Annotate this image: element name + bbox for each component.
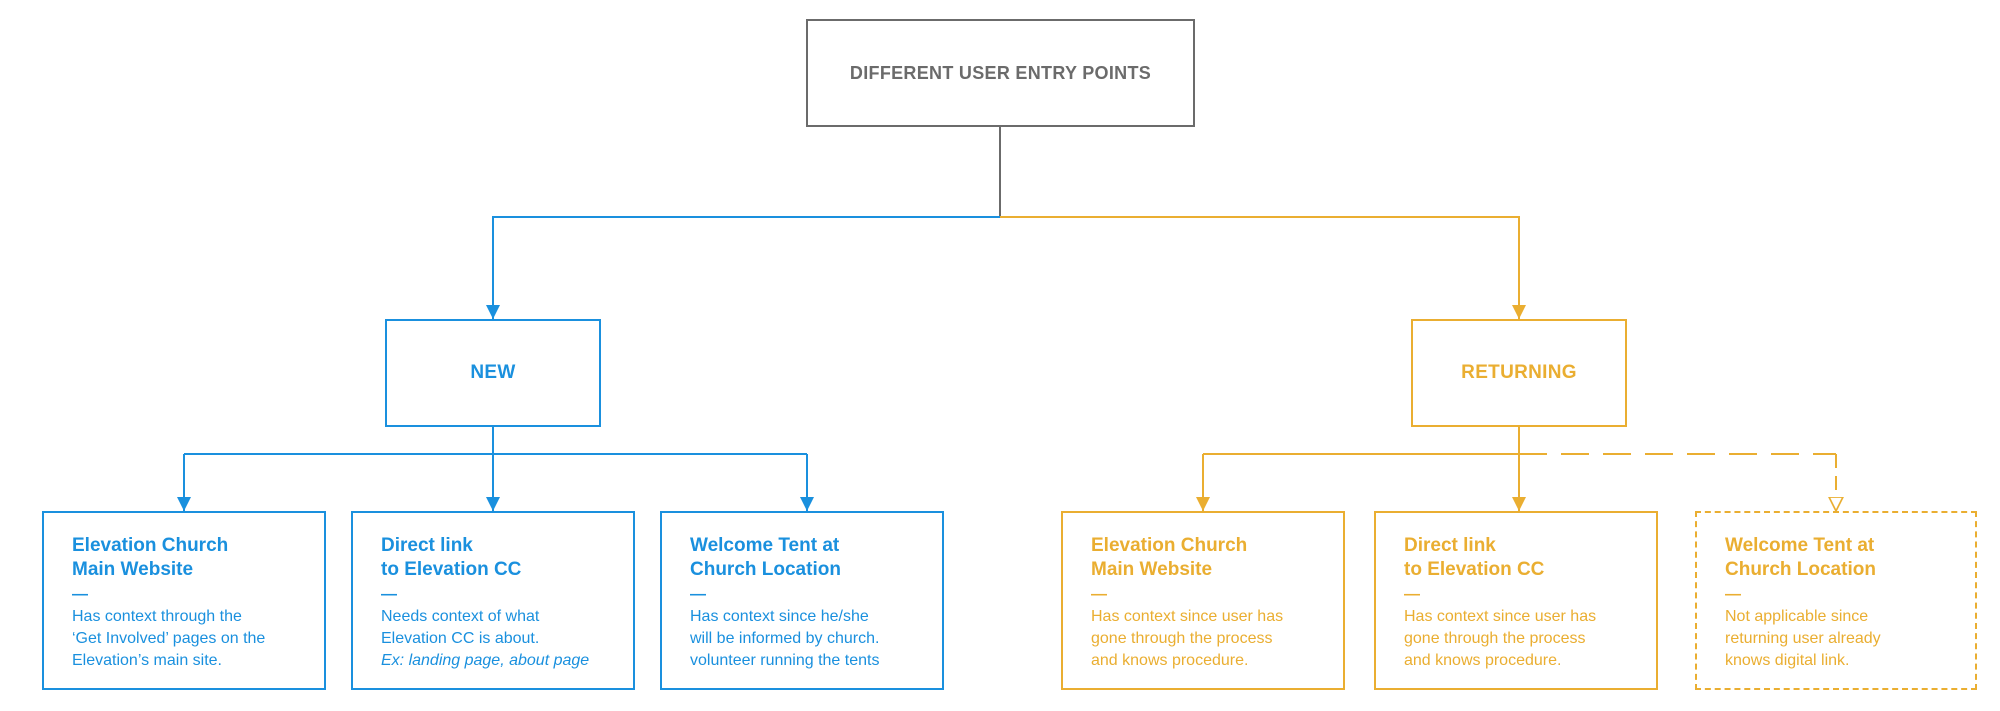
returning-card-main-website: Elevation Church Main Website — Has cont…	[1061, 511, 1345, 690]
new-card-direct-link: Direct link to Elevation CC — Needs cont…	[351, 511, 635, 690]
card-title: Welcome Tent at Church Location	[690, 535, 841, 580]
card-description: Has context since he/she will be informe…	[690, 608, 880, 669]
new-card-main-website: Elevation Church Main Website — Has cont…	[42, 511, 326, 690]
returning-card-direct-link: Direct link to Elevation CC — Has contex…	[1374, 511, 1658, 690]
card-title: Elevation Church Main Website	[72, 535, 229, 580]
new-node: NEW	[385, 319, 601, 427]
new-node-label: NEW	[470, 362, 516, 383]
card-title: Welcome Tent at Church Location	[1725, 535, 1876, 580]
card-description: Needs context of what Elevation CC is ab…	[381, 608, 540, 647]
card-title: Elevation Church Main Website	[1091, 535, 1248, 580]
card-example: Ex: landing page, about page	[381, 652, 590, 669]
root-node-label: DIFFERENT USER ENTRY POINTS	[849, 62, 1152, 83]
returning-node-label: RETURNING	[1461, 362, 1577, 383]
returning-card-welcome-tent: Welcome Tent at Church Location — Not ap…	[1695, 511, 1977, 690]
new-card-welcome-tent: Welcome Tent at Church Location — Has co…	[660, 511, 944, 690]
root-node: DIFFERENT USER ENTRY POINTS	[806, 19, 1195, 127]
card-separator: —	[1404, 586, 1420, 603]
card-separator: —	[1725, 586, 1741, 603]
card-description: Has context since user has gone through …	[1404, 608, 1597, 669]
card-description: Not applicable since returning user alre…	[1725, 608, 1881, 669]
card-description: Has context through the ‘Get Involved’ p…	[72, 608, 266, 669]
card-separator: —	[1091, 586, 1107, 603]
returning-node: RETURNING	[1411, 319, 1627, 427]
card-description: Has context since user has gone through …	[1091, 608, 1284, 669]
root-to-new-connector	[486, 216, 1000, 319]
card-separator: —	[72, 586, 88, 603]
root-to-returning-connector	[1000, 216, 1526, 319]
card-separator: —	[690, 586, 706, 603]
card-title: Direct link to Elevation CC	[1404, 535, 1545, 580]
card-separator: —	[381, 586, 397, 603]
card-title: Direct link to Elevation CC	[381, 535, 522, 580]
